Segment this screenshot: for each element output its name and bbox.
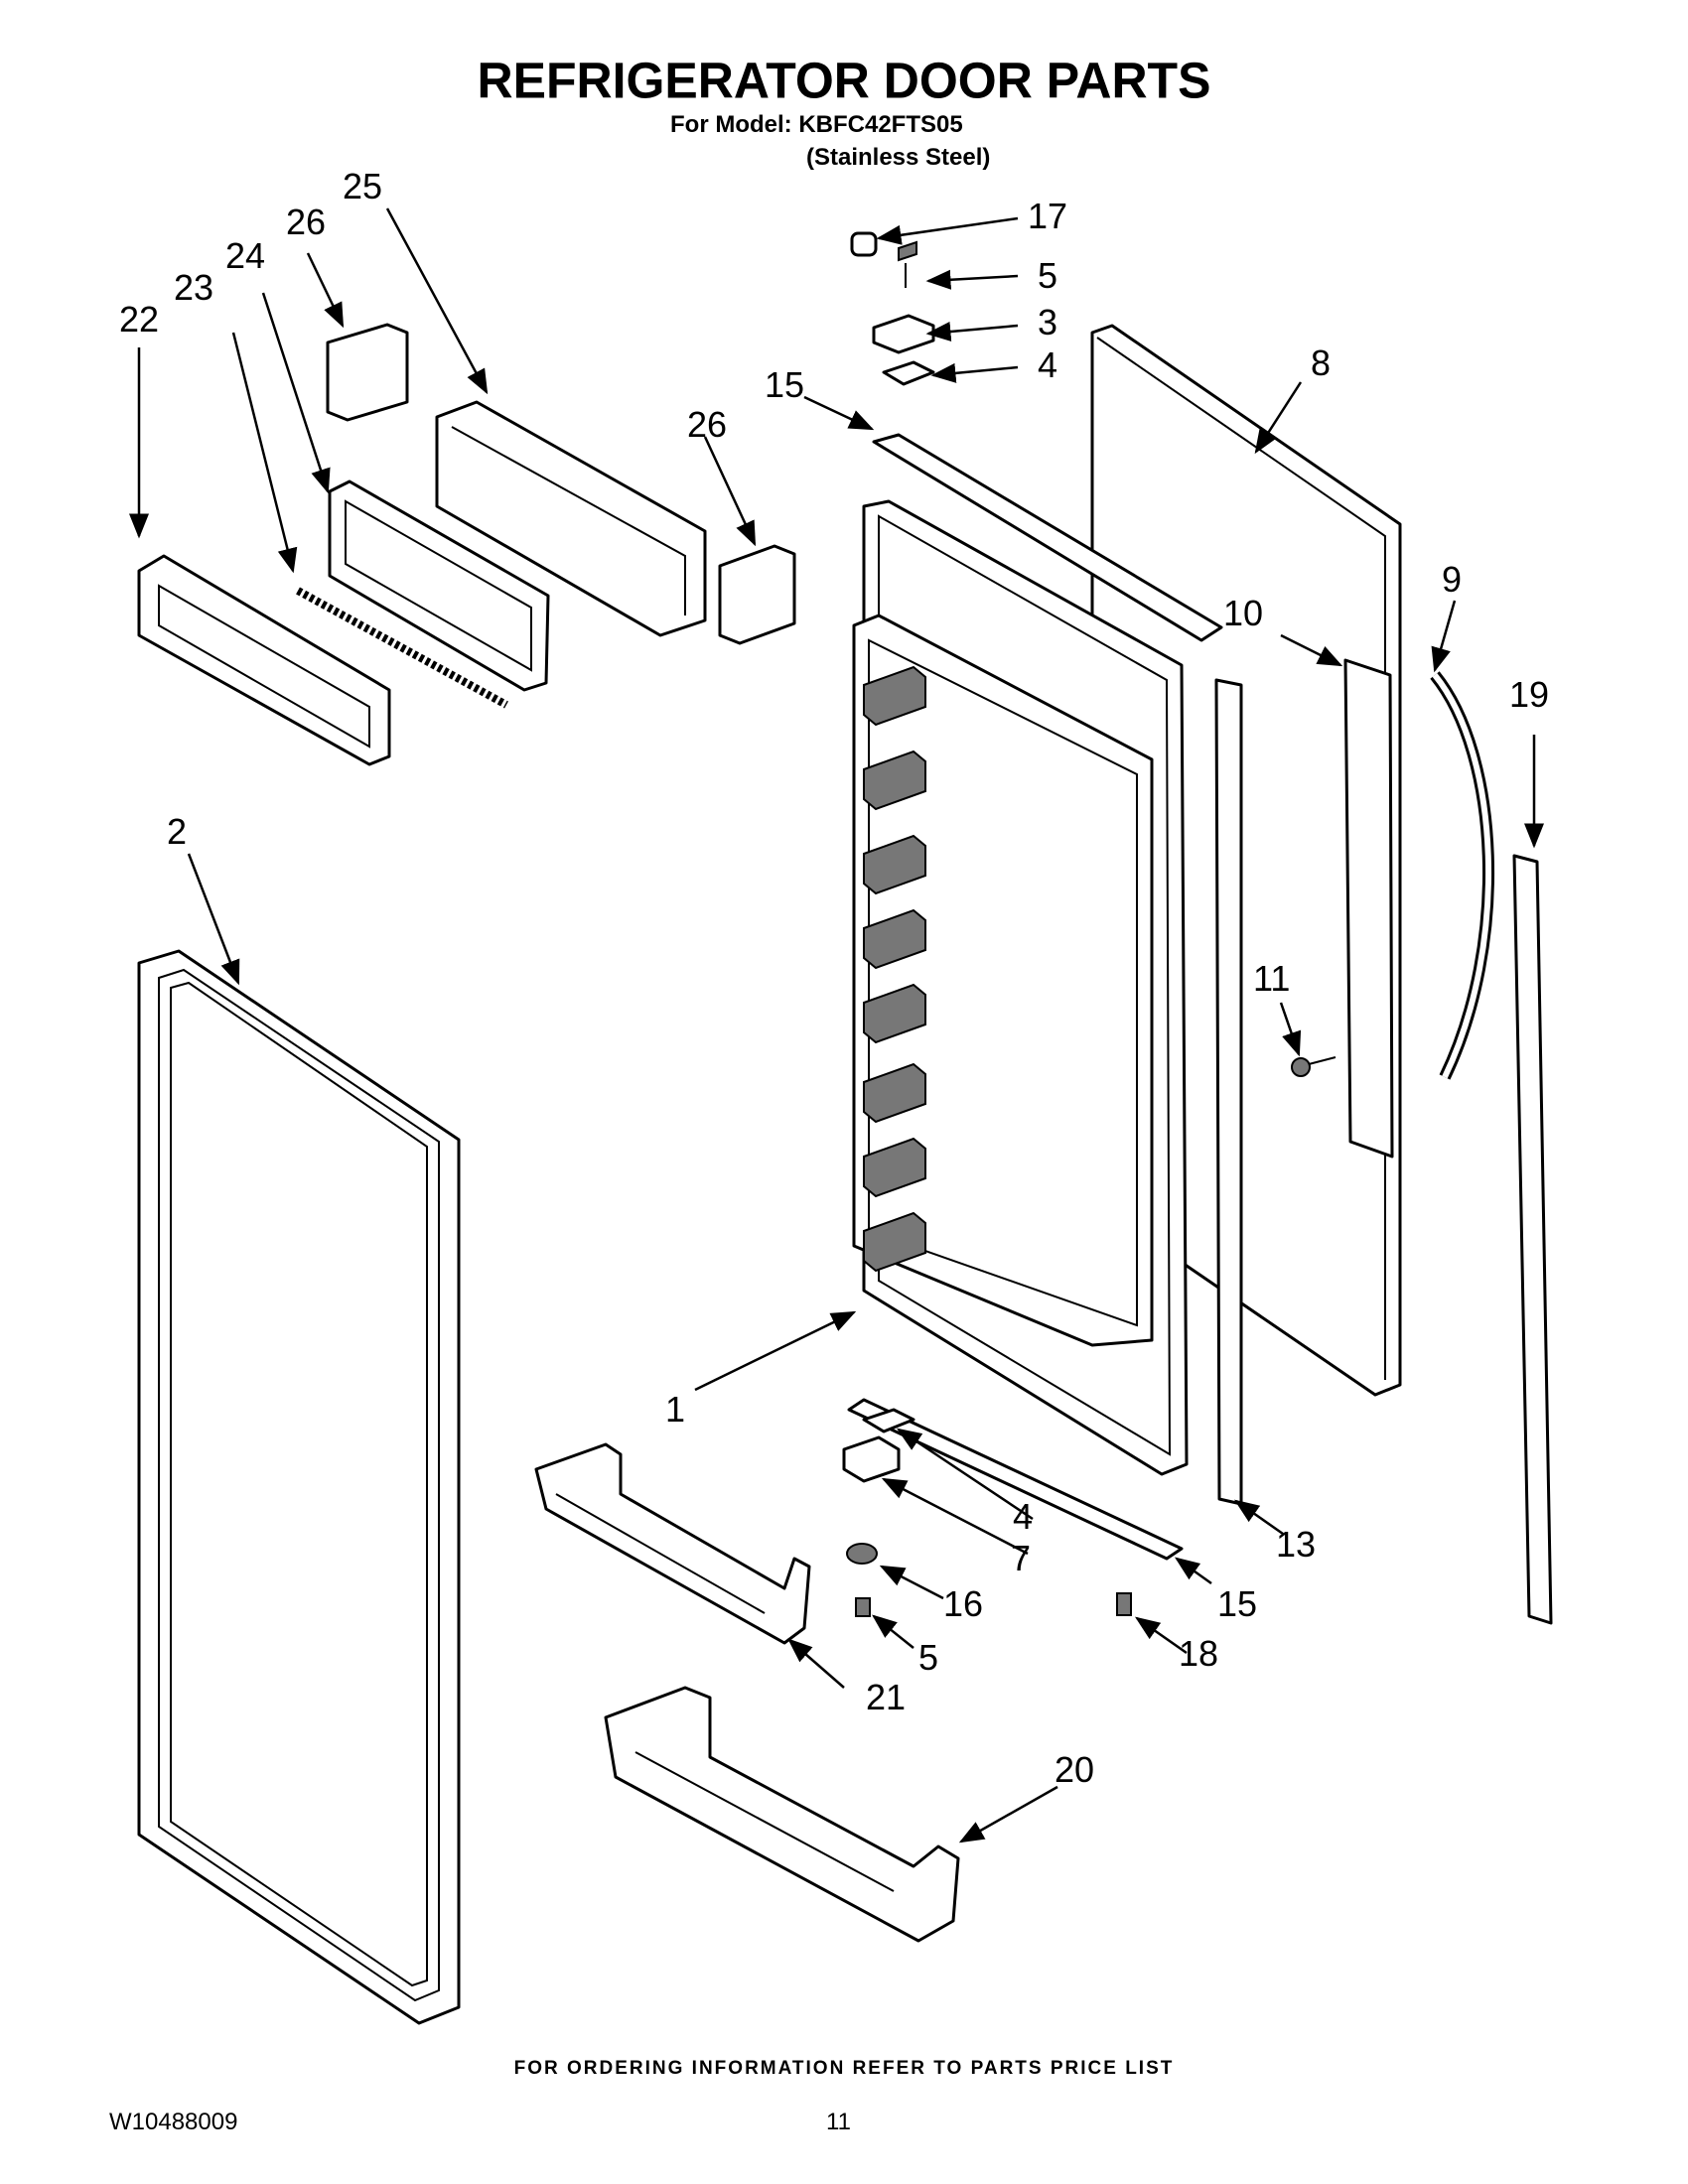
handle-part (1430, 671, 1495, 1080)
bottom-hinge-strip-part (847, 1398, 1184, 1561)
callout-20: 20 (1055, 1749, 1094, 1790)
callout-7: 7 (1011, 1538, 1031, 1578)
callout-labels: 22 23 24 26 25 26 15 17 5 3 4 8 9 10 19 … (119, 166, 1549, 1790)
callout-18: 18 (1179, 1633, 1218, 1674)
callout-16: 16 (943, 1583, 983, 1624)
callout-2: 2 (167, 811, 187, 852)
callout-10: 10 (1223, 593, 1263, 633)
gasket-strip-part (296, 587, 508, 709)
document-number: W10488009 (109, 2109, 238, 2135)
ordering-note: FOR ORDERING INFORMATION REFER TO PARTS … (513, 2058, 1175, 2079)
callout-15-bottom: 15 (1217, 1583, 1257, 1624)
callout-15-top: 15 (765, 364, 804, 405)
callout-25: 25 (343, 166, 382, 206)
side-strip-part (1214, 678, 1243, 1506)
callout-1: 1 (665, 1389, 685, 1430)
shelf-clips (863, 665, 926, 1273)
shelf-front-part (137, 554, 391, 766)
callout-24: 24 (225, 235, 265, 276)
top-hinge-hardware (850, 231, 935, 386)
handle-bracket-part (1343, 658, 1394, 1159)
bin-frame-part (328, 479, 550, 692)
door-liner-part (852, 499, 1189, 1476)
bin-part (435, 400, 707, 637)
page-number: 11 (826, 2109, 851, 2135)
side-trim-part (1512, 854, 1553, 1625)
leader-lines (129, 207, 1544, 1843)
callout-19: 19 (1509, 674, 1549, 715)
callout-21: 21 (866, 1677, 906, 1717)
callout-3: 3 (1038, 302, 1057, 342)
end-cap-lower-part (718, 544, 796, 645)
bottom-hinge-hardware (842, 1408, 1132, 1617)
callout-22: 22 (119, 299, 159, 340)
callout-26-top: 26 (286, 202, 326, 242)
large-door-bin-part (604, 1686, 960, 1943)
callout-5-top: 5 (1038, 255, 1057, 296)
callout-11: 11 (1253, 958, 1290, 999)
callout-5-bottom: 5 (918, 1637, 938, 1678)
callout-17: 17 (1028, 196, 1067, 236)
small-door-bin-part (534, 1442, 811, 1645)
callout-23: 23 (174, 267, 213, 308)
screw-11-part (1291, 1056, 1336, 1077)
callout-13: 13 (1276, 1524, 1316, 1565)
model-line: For Model: KBFC42FTS05 (670, 111, 963, 138)
page-title: REFRIGERATOR DOOR PARTS (477, 52, 1211, 109)
callout-26-mid: 26 (687, 404, 727, 445)
callout-4-top: 4 (1038, 344, 1057, 385)
callout-8: 8 (1311, 342, 1331, 383)
end-cap-upper-part (326, 323, 409, 422)
top-hinge-strip-part (872, 433, 1223, 642)
callout-9: 9 (1442, 559, 1462, 600)
callout-4-bottom: 4 (1013, 1496, 1033, 1537)
variant-line: (Stainless Steel) (806, 144, 991, 171)
door-gasket-part (137, 949, 461, 2025)
